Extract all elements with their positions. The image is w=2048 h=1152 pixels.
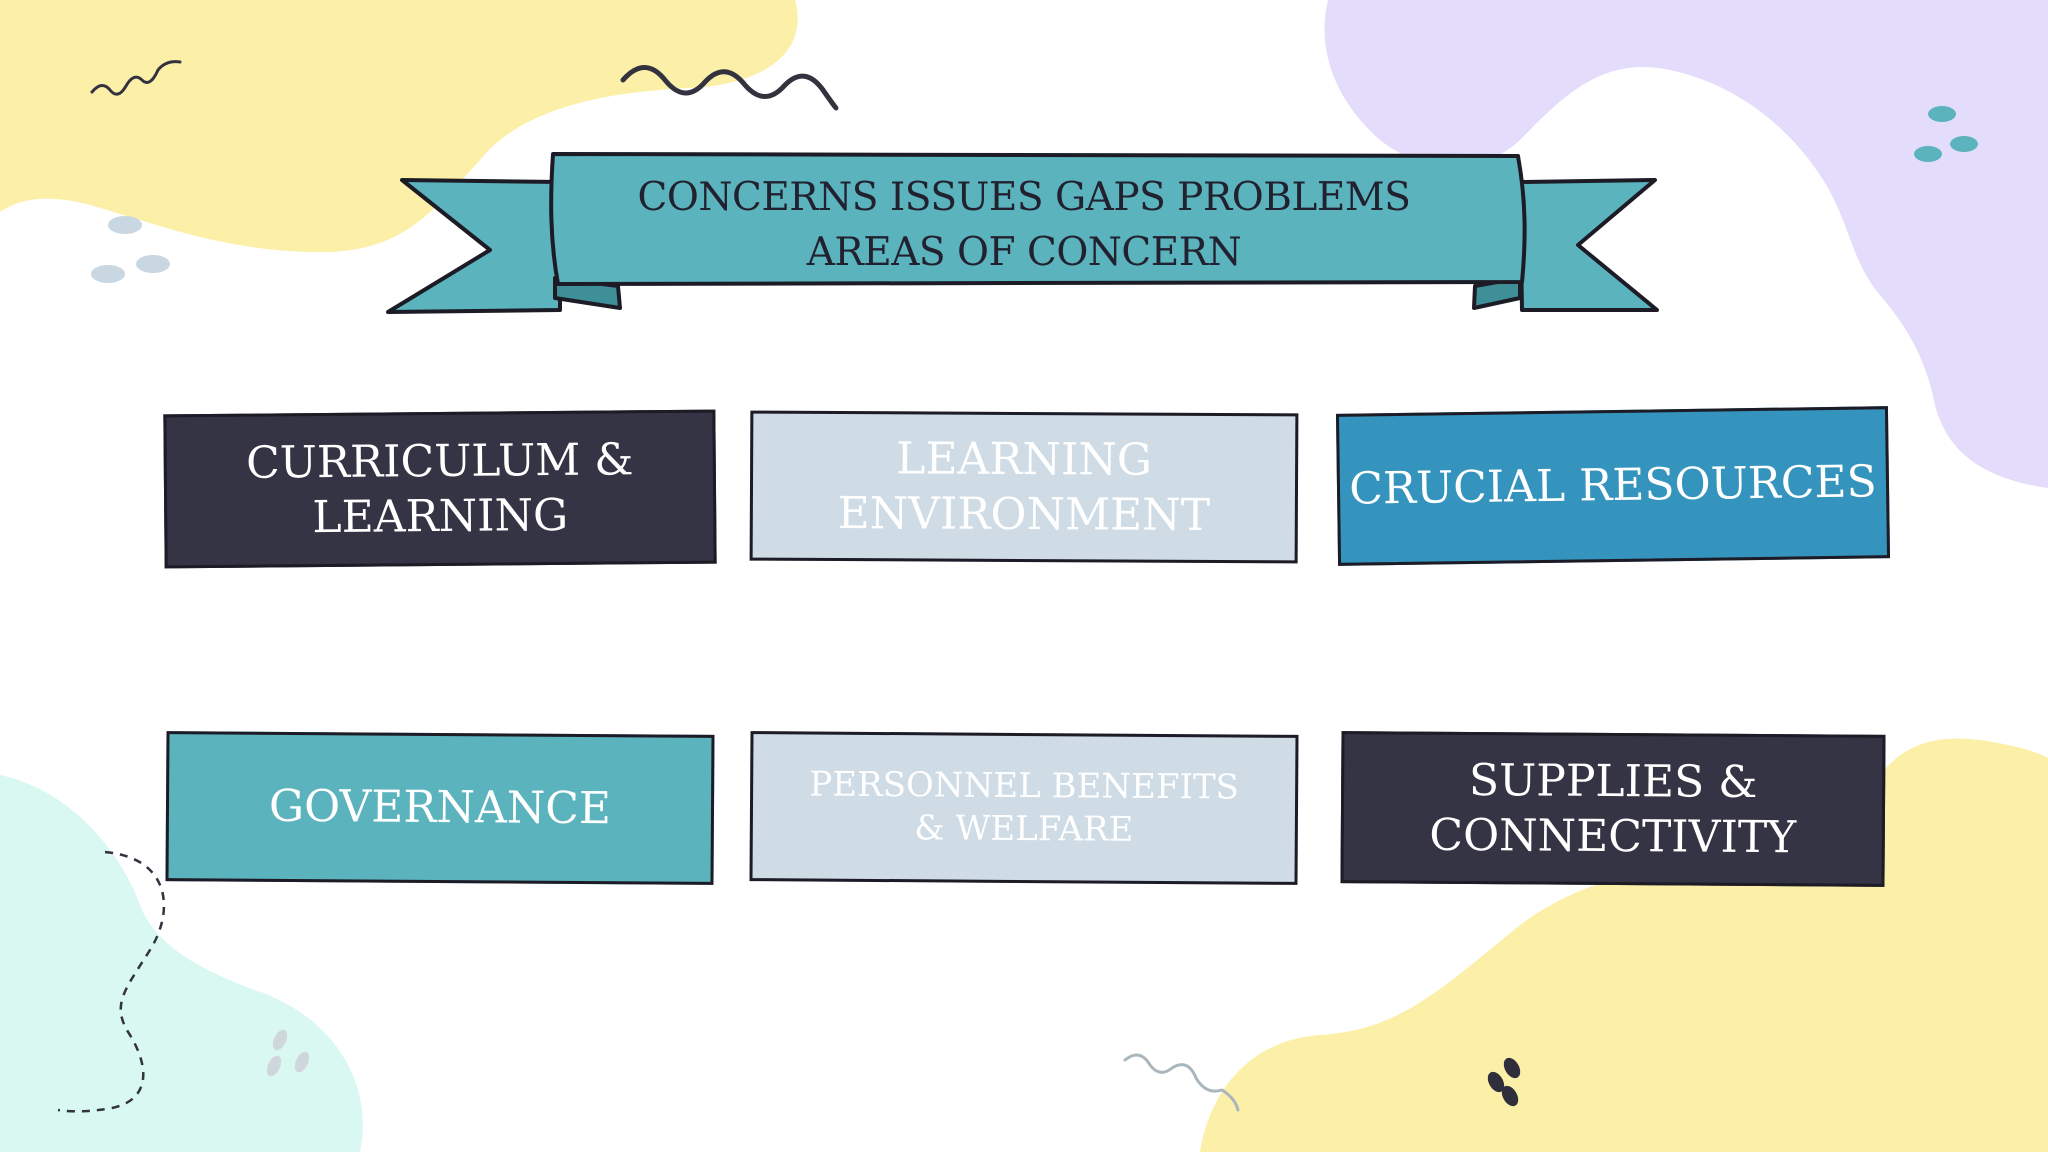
dashed-curve-bottom-left [57,850,166,1113]
banner-title: CONCERNS ISSUES GAPS PROBLEMS AREAS OF C… [560,170,1488,280]
ribbon-banner [386,152,1659,314]
card-personnel-benefits-welfare[interactable]: PERSONNEL BENEFITS & WELFARE [749,731,1299,885]
card-learning-environment[interactable]: LEARNING ENVIRONMENT [749,410,1299,564]
card-governance-label: GOVERNANCE [268,781,612,835]
card-crucial-resources[interactable]: CRUCIAL RESOURCES [1335,406,1891,566]
card-learning-environment-label: LEARNING ENVIRONMENT [837,432,1211,541]
card-curriculum-learning[interactable]: CURRICULUM & LEARNING [163,409,717,569]
banner-title-line-1: CONCERNS ISSUES GAPS PROBLEMS [637,175,1411,220]
banner-title-line-2: AREAS OF CONCERN [806,230,1242,275]
card-curriculum-learning-label: CURRICULUM & LEARNING [245,433,634,544]
yellow-blob-top-left [0,0,798,253]
lavender-blob-top-right [1324,0,2048,488]
dots-bottom-right [1487,1057,1521,1107]
squiggle-top-center [620,65,839,111]
card-crucial-resources-label: CRUCIAL RESOURCES [1348,456,1878,515]
dots-top-left [91,216,170,283]
dots-bottom-left [266,1029,310,1077]
mint-blob-bottom-left [0,775,363,1152]
card-governance[interactable]: GOVERNANCE [165,731,715,885]
card-supplies-connectivity[interactable]: SUPPLIES & CONNECTIVITY [1340,731,1886,887]
card-personnel-benefits-welfare-label: PERSONNEL BENEFITS & WELFARE [809,764,1240,850]
squiggle-bottom-center [1123,1053,1240,1112]
card-supplies-connectivity-label: SUPPLIES & CONNECTIVITY [1429,754,1797,864]
squiggle-small-top-left [90,60,182,96]
dots-top-right [1914,106,1978,162]
